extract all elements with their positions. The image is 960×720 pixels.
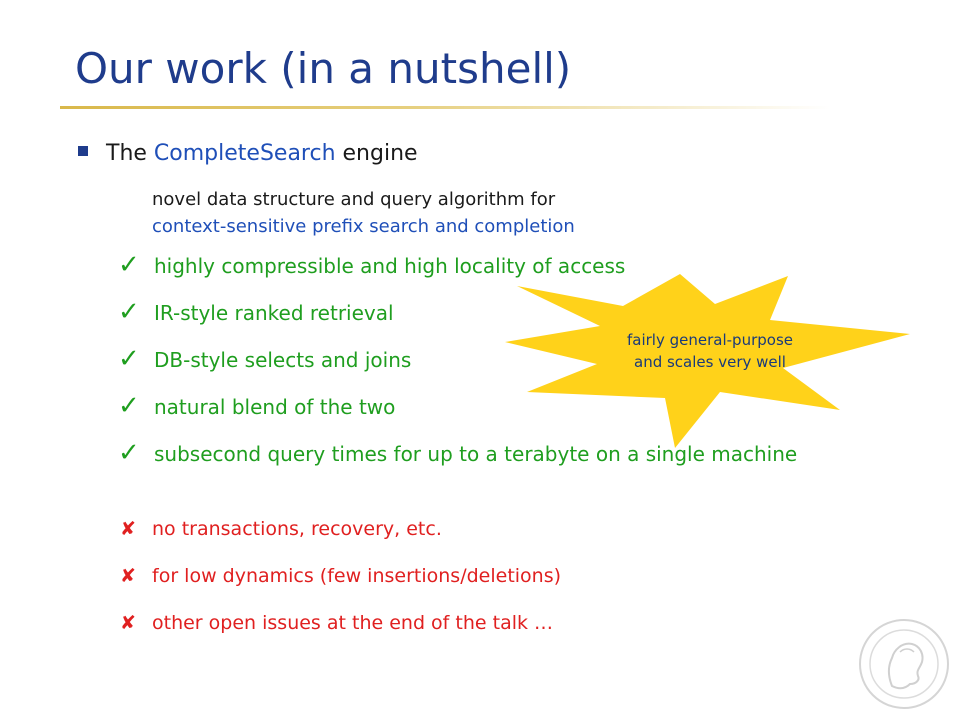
check-icon: ✓: [118, 344, 140, 374]
con-item: ✘ no transactions, recovery, etc.: [120, 518, 442, 540]
check-icon: ✓: [118, 250, 140, 280]
pro-item-text: highly compressible and high locality of…: [154, 254, 626, 278]
main-bullet-highlight: CompleteSearch: [153, 141, 336, 166]
pro-item: ✓ subsecond query times for up to a terab…: [118, 438, 797, 468]
description-line-2: context-sensitive prefix search and comp…: [152, 216, 575, 237]
pro-item-text: DB-style selects and joins: [154, 348, 412, 372]
cross-icon: ✘: [120, 565, 136, 587]
pro-item: ✓ IR-style ranked retrieval: [118, 297, 394, 327]
con-item-text: for low dynamics (few insertions/deletio…: [152, 565, 562, 587]
engine-description: novel data structure and query algorithm…: [152, 186, 575, 240]
check-icon: ✓: [118, 391, 140, 421]
square-bullet-icon: [78, 146, 88, 156]
con-item: ✘ other open issues at the end of the tal…: [120, 612, 553, 634]
callout-line-2: and scales very well: [634, 353, 786, 371]
con-item-text: no transactions, recovery, etc.: [152, 518, 442, 540]
main-bullet-prefix: The: [106, 141, 154, 166]
pro-item: ✓ natural blend of the two: [118, 391, 395, 421]
pro-item: ✓ DB-style selects and joins: [118, 344, 411, 374]
pro-item-text: subsecond query times for up to a teraby…: [154, 442, 798, 466]
pro-item: ✓ highly compressible and high locality o…: [118, 250, 625, 280]
main-bullet-suffix: engine: [335, 141, 418, 166]
description-line-1: novel data structure and query algorithm…: [152, 189, 556, 210]
pro-item-text: natural blend of the two: [154, 395, 396, 419]
callout-line-1: fairly general-purpose: [627, 331, 793, 349]
slide-title: Our work (in a nutshell): [75, 44, 572, 93]
cross-icon: ✘: [120, 518, 136, 540]
con-item: ✘ for low dynamics (few insertions/deleti…: [120, 565, 561, 587]
pro-item-text: IR-style ranked retrieval: [154, 301, 394, 325]
check-icon: ✓: [118, 438, 140, 468]
check-icon: ✓: [118, 297, 140, 327]
starburst-callout-icon: [505, 274, 910, 448]
institute-seal-icon: [859, 619, 949, 709]
cross-icon: ✘: [120, 612, 136, 634]
con-item-text: other open issues at the end of the talk…: [152, 612, 554, 634]
main-bullet: The CompleteSearch engine: [78, 141, 418, 166]
callout-text: fairly general-purpose and scales very w…: [575, 329, 845, 373]
title-divider: [60, 106, 830, 109]
